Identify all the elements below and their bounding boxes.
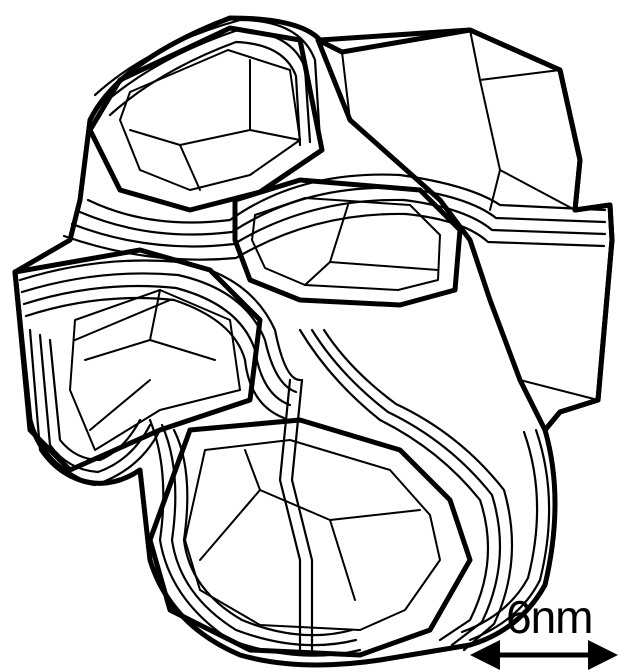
- scale-bar-right-arrowhead: [588, 640, 618, 670]
- scale-bar-label: 6nm: [506, 594, 592, 640]
- scale-bar: [470, 640, 618, 670]
- bottom-center-cell: [150, 420, 470, 655]
